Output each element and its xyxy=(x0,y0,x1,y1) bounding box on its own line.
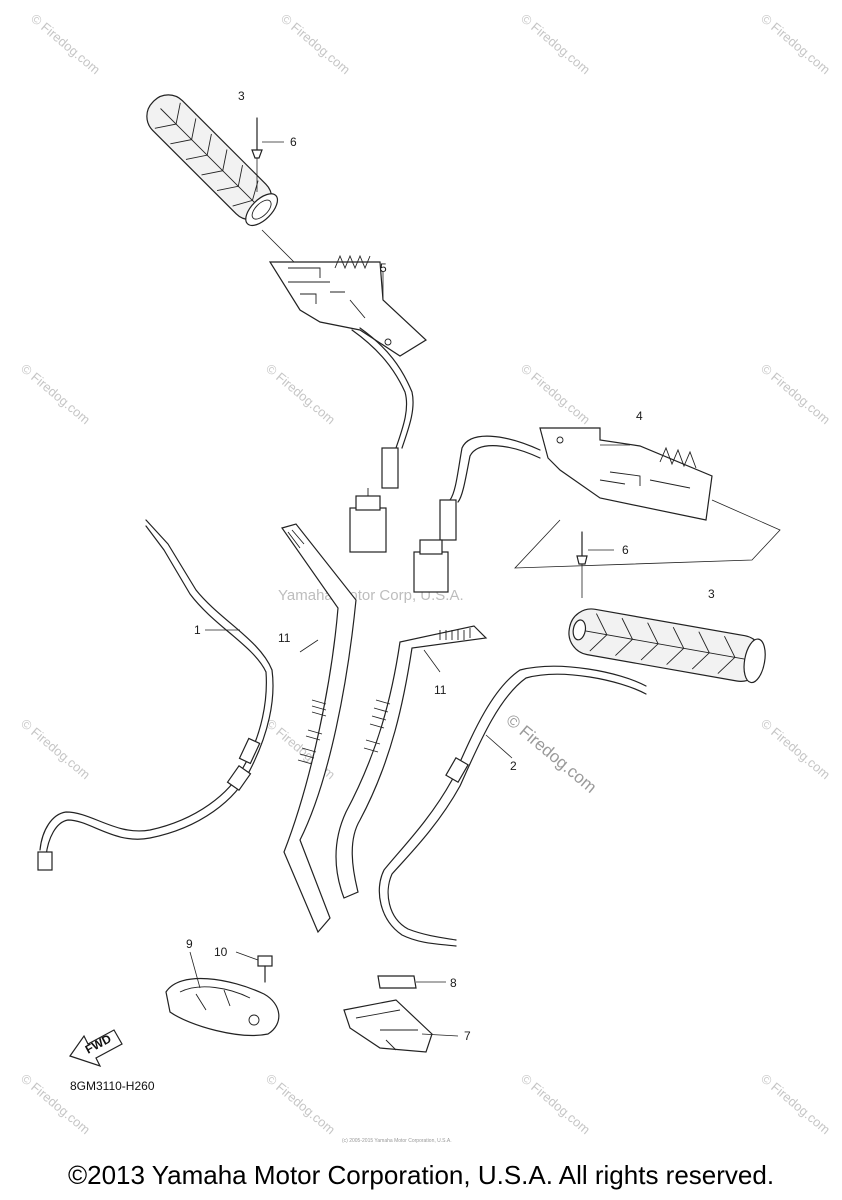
callout-1: 1 xyxy=(194,623,201,637)
heater-element-upper xyxy=(268,254,427,553)
callout-5: 5 xyxy=(380,261,387,275)
callout-7: 7 xyxy=(464,1029,471,1043)
handlebar-11-left xyxy=(335,625,488,899)
watermark-tile: © Firedog.com xyxy=(518,1071,593,1137)
watermark-tile: © Firedog.com xyxy=(18,716,93,782)
callout-2: 2 xyxy=(510,759,517,773)
watermark-tile: © Firedog.com xyxy=(758,361,833,427)
callout-11-center: 11 xyxy=(278,631,291,645)
screw-right xyxy=(576,531,614,598)
handlebar-11-center xyxy=(281,523,357,934)
watermark-tile: © Firedog.com xyxy=(518,361,593,427)
screw-upper xyxy=(251,117,284,192)
watermark-tile: © Firedog.com xyxy=(278,11,353,77)
callout-6-right: 6 xyxy=(622,543,629,557)
firedog-watermark: © Firedog.com xyxy=(502,711,600,797)
bracket-9 xyxy=(165,951,280,1037)
bolt-10 xyxy=(235,951,273,983)
callout-6-upper: 6 xyxy=(290,135,297,149)
heater-element-right xyxy=(413,427,781,593)
callout-9: 9 xyxy=(186,937,193,951)
copyright-notice: ©2013 Yamaha Motor Corporation, U.S.A. A… xyxy=(67,1160,775,1190)
callout-11-left: 11 xyxy=(434,683,447,697)
callout-10: 10 xyxy=(214,945,228,959)
callout-8: 8 xyxy=(450,976,457,990)
fine-print: (c) 2005-2015 Yamaha Motor Corporation, … xyxy=(342,1138,452,1144)
cable-1 xyxy=(37,519,274,871)
watermark-tile: © Firedog.com xyxy=(263,1071,338,1137)
grip-right xyxy=(568,608,766,684)
watermark-tile: © Firedog.com xyxy=(18,361,93,427)
watermark-tile: © Firedog.com xyxy=(758,11,833,77)
callout-3-upper: 3 xyxy=(238,89,245,103)
watermark-tile: © Firedog.com xyxy=(263,361,338,427)
watermark-tile: © Firedog.com xyxy=(28,11,103,77)
fwd-arrow-icon: FWD xyxy=(69,1029,123,1068)
grip-upper-left xyxy=(146,94,301,269)
bracket-7 xyxy=(343,999,459,1053)
watermark-tile: © Firedog.com xyxy=(758,1071,833,1137)
watermark-tile: © Firedog.com xyxy=(518,11,593,77)
callout-3-right: 3 xyxy=(708,587,715,601)
watermark-tile: © Firedog.com xyxy=(758,716,833,782)
parts-diagram: © Firedog.com © Firedog.com © Firedog.co… xyxy=(18,11,833,1144)
pad-8 xyxy=(377,975,446,989)
callout-4: 4 xyxy=(636,409,643,423)
cable-2 xyxy=(378,665,647,947)
diagram-code: 8GM3110-H260 xyxy=(70,1079,155,1093)
